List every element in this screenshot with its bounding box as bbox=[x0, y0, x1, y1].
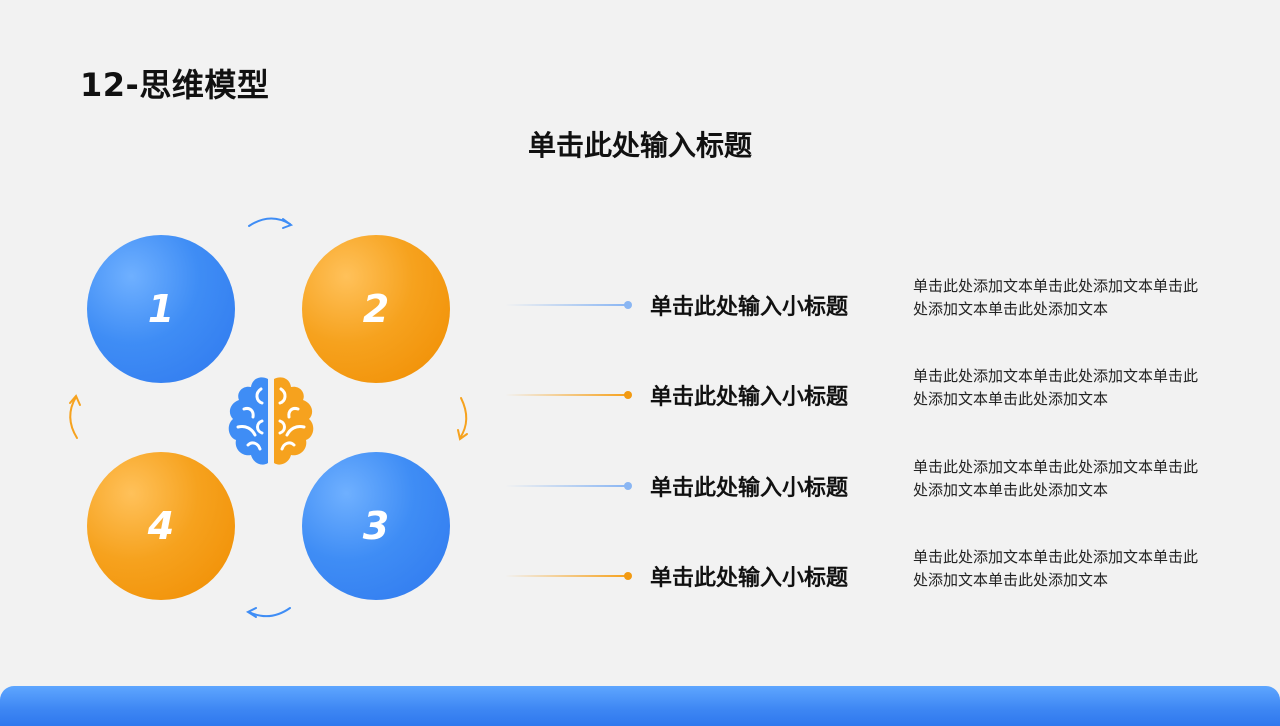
connector-line bbox=[505, 575, 627, 577]
item-subtitle[interactable]: 单击此处输入小标题 bbox=[650, 295, 849, 320]
item-description[interactable]: 单击此处添加文本单击此处添加文本单击此处添加文本单击此处添加文本 bbox=[913, 548, 1199, 589]
main-heading[interactable]: 单击此处输入标题 bbox=[527, 129, 752, 162]
item-subtitle[interactable]: 单击此处输入小标题 bbox=[650, 385, 849, 410]
brain-icon bbox=[228, 377, 314, 465]
cycle-circle-2[interactable]: 2 bbox=[302, 235, 450, 383]
item-description[interactable]: 单击此处添加文本单击此处添加文本单击此处添加文本单击此处添加文本 bbox=[913, 458, 1199, 499]
connector-line bbox=[505, 394, 627, 396]
list-item: 单击此处输入小标题 单击此处添加文本单击此处添加文本单击此处添加文本单击此处添加… bbox=[505, 546, 1205, 606]
curved-arrow-bottom-icon bbox=[245, 607, 291, 618]
list-item: 单击此处输入小标题 单击此处添加文本单击此处添加文本单击此处添加文本单击此处添加… bbox=[505, 275, 1205, 335]
curved-arrow-right-icon bbox=[457, 397, 468, 441]
cycle-circle-3[interactable]: 3 bbox=[302, 452, 450, 600]
item-description[interactable]: 单击此处添加文本单击此处添加文本单击此处添加文本单击此处添加文本 bbox=[913, 367, 1199, 408]
item-subtitle[interactable]: 单击此处输入小标题 bbox=[650, 476, 849, 501]
connector-dot bbox=[624, 301, 632, 309]
item-subtitle[interactable]: 单击此处输入小标题 bbox=[650, 566, 849, 591]
curved-arrow-left-icon bbox=[69, 394, 81, 439]
list-item: 单击此处输入小标题 单击此处添加文本单击此处添加文本单击此处添加文本单击此处添加… bbox=[505, 456, 1205, 516]
connector-dot bbox=[624, 482, 632, 490]
slide-title[interactable]: 12-思维模型 bbox=[80, 66, 270, 104]
cycle-circle-1[interactable]: 1 bbox=[87, 235, 235, 383]
connector-dot bbox=[624, 572, 632, 580]
list-item: 单击此处输入小标题 单击此处添加文本单击此处添加文本单击此处添加文本单击此处添加… bbox=[505, 365, 1205, 425]
cycle-circle-4[interactable]: 4 bbox=[87, 452, 235, 600]
bottom-accent-bar bbox=[0, 686, 1280, 726]
connector-line bbox=[505, 304, 627, 306]
item-description[interactable]: 单击此处添加文本单击此处添加文本单击此处添加文本单击此处添加文本 bbox=[913, 277, 1199, 318]
curved-arrow-top-icon bbox=[248, 217, 294, 229]
connector-line bbox=[505, 485, 627, 487]
connector-dot bbox=[624, 391, 632, 399]
